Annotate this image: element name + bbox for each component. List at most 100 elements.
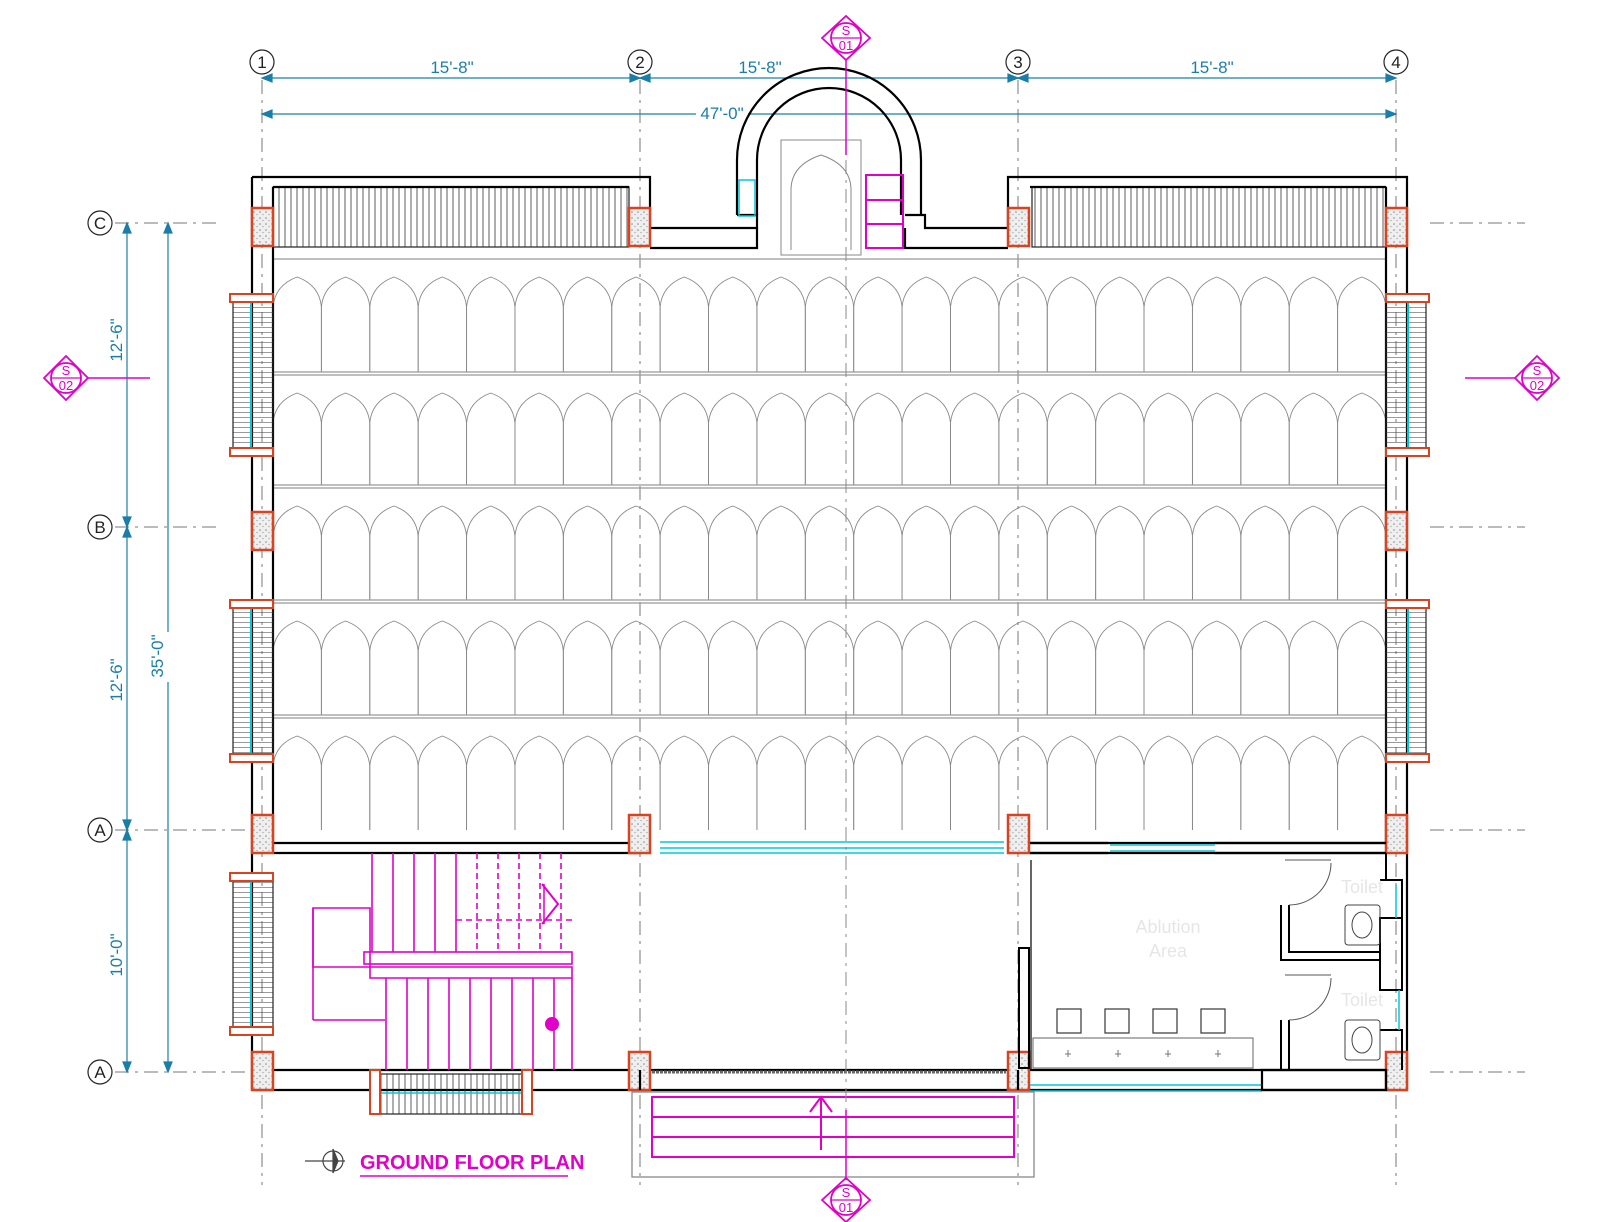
grid-bubble-3: 3 bbox=[1005, 49, 1031, 75]
prayer-arch bbox=[853, 392, 903, 485]
prayer-arch bbox=[1288, 735, 1339, 830]
drawing-title: GROUND FLOOR PLAN bbox=[360, 1152, 584, 1174]
dim-bay-1-2: 15'-8" bbox=[430, 58, 473, 77]
prayer-arch bbox=[950, 505, 1000, 600]
dim-bay-3-4: 15'-8" bbox=[1190, 58, 1233, 77]
column bbox=[627, 206, 652, 248]
svg-text:A: A bbox=[94, 821, 106, 840]
top-right-louver bbox=[1031, 186, 1387, 248]
prayer-arch bbox=[562, 735, 613, 830]
prayer-arch bbox=[950, 735, 1000, 830]
prayer-rows bbox=[272, 276, 1387, 830]
prayer-arch bbox=[562, 392, 613, 485]
svg-text:C: C bbox=[94, 214, 106, 233]
grid-bubble-4: 4 bbox=[1383, 49, 1409, 75]
horizontal-dimensions bbox=[260, 73, 1398, 119]
prayer-arch bbox=[756, 620, 806, 715]
prayer-arch bbox=[1240, 505, 1290, 600]
prayer-arch bbox=[998, 505, 1048, 600]
mihrab bbox=[735, 66, 923, 215]
dim-overall-width: 47'-0" bbox=[700, 104, 743, 123]
section-marker-right: S 02 bbox=[1513, 354, 1561, 402]
walls-lower bbox=[638, 841, 1388, 1092]
prayer-arch bbox=[1240, 620, 1290, 715]
prayer-arch bbox=[998, 735, 1048, 830]
prayer-arch bbox=[369, 505, 419, 600]
toilet-windows bbox=[1395, 885, 1400, 1030]
prayer-arch bbox=[1337, 276, 1387, 372]
column bbox=[1006, 813, 1031, 855]
north-arrow-icon bbox=[305, 1148, 345, 1174]
prayer-arch bbox=[466, 392, 516, 485]
prayer-arch bbox=[320, 505, 371, 600]
svg-text:1: 1 bbox=[257, 53, 266, 72]
toilet-fixtures bbox=[1344, 904, 1381, 1061]
prayer-arch bbox=[369, 392, 419, 485]
column bbox=[1384, 813, 1409, 855]
prayer-arch bbox=[1095, 620, 1145, 715]
prayer-arch bbox=[320, 392, 371, 485]
prayer-arch bbox=[708, 505, 758, 600]
prayer-arch bbox=[611, 505, 661, 600]
ablution-area bbox=[1032, 1008, 1254, 1069]
prayer-arch bbox=[1095, 392, 1145, 485]
grid-bubble-b: B bbox=[87, 514, 113, 540]
prayer-arch bbox=[756, 392, 806, 485]
prayer-arch bbox=[1046, 505, 1097, 600]
svg-text:S: S bbox=[842, 1185, 851, 1200]
prayer-arch bbox=[659, 392, 709, 485]
svg-text:3: 3 bbox=[1013, 53, 1022, 72]
prayer-arch bbox=[514, 620, 564, 715]
prayer-arch bbox=[853, 505, 903, 600]
prayer-arch bbox=[369, 620, 419, 715]
svg-text:S: S bbox=[62, 363, 71, 378]
prayer-arch bbox=[1143, 735, 1193, 830]
prayer-arch bbox=[1095, 276, 1145, 372]
stair-start-dot bbox=[545, 1017, 559, 1031]
prayer-arch bbox=[466, 276, 516, 372]
side-windows bbox=[229, 293, 1430, 1036]
entrance-louver bbox=[369, 1069, 533, 1115]
svg-text:02: 02 bbox=[1530, 378, 1544, 393]
column bbox=[250, 510, 275, 552]
prayer-arch bbox=[1337, 392, 1387, 485]
prayer-arch bbox=[708, 735, 758, 830]
prayer-arch bbox=[659, 505, 709, 600]
dim-b-to-a: 12'-6" bbox=[107, 658, 126, 701]
prayer-arch bbox=[1095, 735, 1145, 830]
prayer-arch bbox=[1337, 735, 1387, 830]
prayer-arch bbox=[804, 276, 855, 372]
toilet-label-2: Toilet bbox=[1341, 990, 1383, 1010]
prayer-arch bbox=[1191, 276, 1242, 372]
grid-bubble-1: 1 bbox=[249, 49, 275, 75]
prayer-arch bbox=[611, 276, 661, 372]
prayer-arch bbox=[853, 735, 903, 830]
prayer-arch bbox=[272, 505, 322, 600]
prayer-arch bbox=[804, 392, 855, 485]
prayer-arch bbox=[1191, 392, 1242, 485]
prayer-arch bbox=[466, 735, 516, 830]
prayer-arch bbox=[1240, 735, 1290, 830]
column bbox=[250, 813, 275, 855]
prayer-arch bbox=[1191, 735, 1242, 830]
column bbox=[250, 1050, 275, 1092]
grid-bubble-c: C bbox=[87, 210, 113, 236]
svg-text:02: 02 bbox=[59, 378, 73, 393]
prayer-arch bbox=[1046, 620, 1097, 715]
prayer-arch bbox=[804, 620, 855, 715]
svg-text:B: B bbox=[94, 518, 105, 537]
prayer-arch bbox=[1337, 505, 1387, 600]
prayer-arch bbox=[1240, 276, 1290, 372]
prayer-arch bbox=[901, 620, 951, 715]
mihrab-window-left bbox=[738, 179, 756, 217]
prayer-arch bbox=[272, 392, 322, 485]
prayer-arch bbox=[1288, 620, 1339, 715]
prayer-arch bbox=[1240, 392, 1290, 485]
prayer-arch bbox=[950, 620, 1000, 715]
prayer-arch bbox=[466, 620, 516, 715]
prayer-arch bbox=[901, 276, 951, 372]
prayer-arch bbox=[998, 392, 1048, 485]
prayer-arch bbox=[562, 276, 613, 372]
prayer-arch bbox=[417, 392, 468, 485]
prayer-arch bbox=[417, 735, 468, 830]
